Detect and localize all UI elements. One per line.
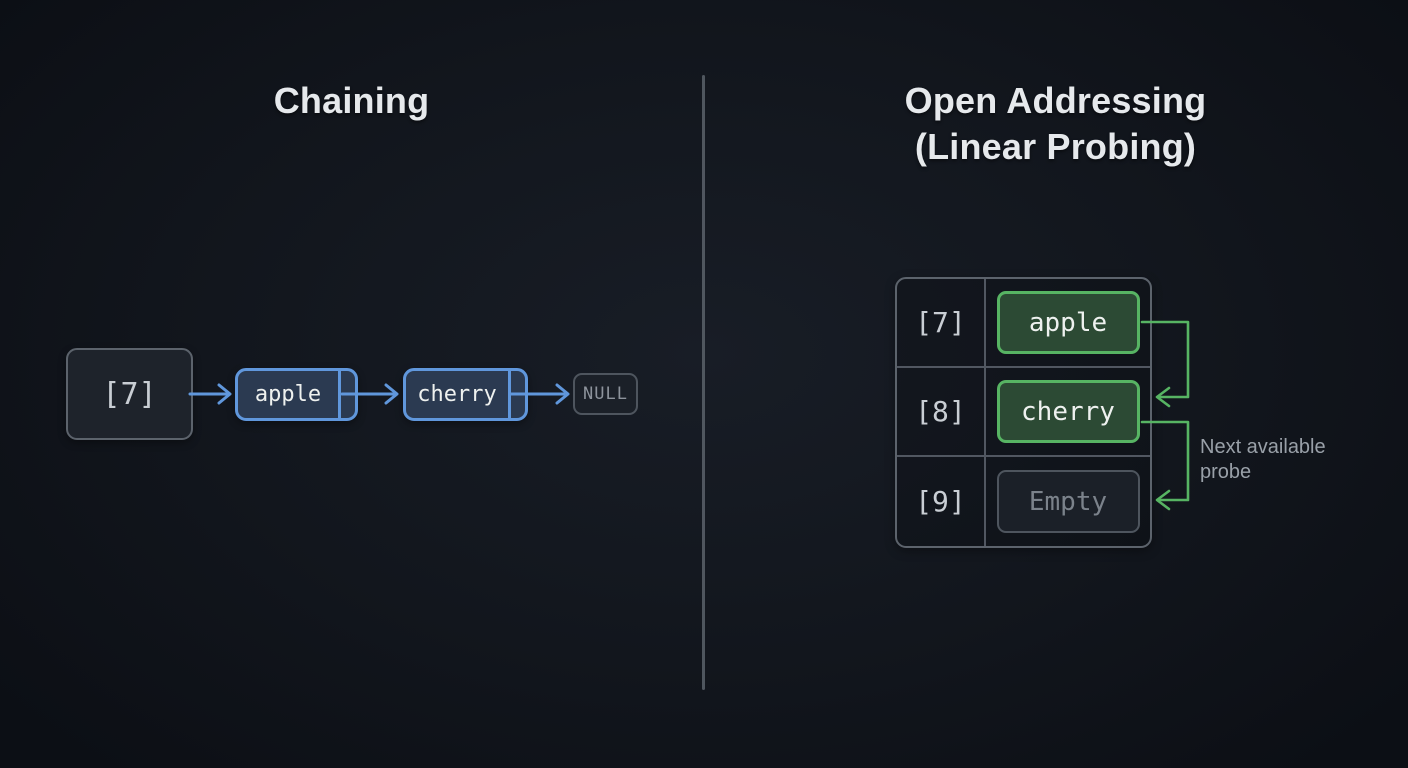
open-addressing-title-line1: Open Addressing — [904, 80, 1207, 121]
table-value-cell-9: Empty — [986, 457, 1150, 546]
arrowhead-left-icon — [1155, 489, 1171, 511]
table-value-cell-8: cherry — [986, 368, 1150, 457]
table-index-label-7: [7] — [915, 306, 966, 339]
panel-divider — [702, 75, 705, 690]
bucket-box: [7] — [66, 348, 193, 440]
arrowhead-right-icon — [555, 383, 570, 405]
chain-node-cherry-pointer-cell — [508, 371, 525, 418]
bucket-index-label: [7] — [102, 376, 157, 412]
open-addressing-title: Open Addressing (Linear Probing) — [703, 78, 1408, 170]
open-addressing-title-line2: (Linear Probing) — [914, 126, 1197, 167]
chaining-title: Chaining — [0, 78, 703, 124]
chain-node-apple-pointer-cell — [338, 371, 355, 418]
table-index-cell-8: [8] — [897, 368, 986, 457]
probe-annotation: Next available probe — [1200, 435, 1326, 485]
chain-node-apple-label: apple — [254, 382, 322, 407]
table-value-cell-7: apple — [986, 279, 1150, 368]
table-index-cell-7: [7] — [897, 279, 986, 368]
probe-annotation-line2: probe — [1200, 461, 1252, 483]
arrowhead-right-icon — [384, 383, 399, 405]
slot-empty: Empty — [996, 470, 1140, 533]
slot-empty-label: Empty — [1028, 486, 1108, 517]
chain-arrow-bucket-to-apple — [188, 383, 232, 405]
table-index-cell-9: [9] — [897, 457, 986, 546]
null-terminator-label: NULL — [583, 384, 628, 404]
table-index-label-9: [9] — [915, 485, 966, 518]
table-index-label-8: [8] — [915, 395, 966, 428]
probe-annotation-line1: Next available — [1200, 436, 1326, 458]
chain-node-cherry-label: cherry — [417, 382, 497, 407]
chain-node-apple: apple — [235, 368, 358, 421]
slot-apple-label: apple — [1028, 307, 1108, 338]
null-terminator-box: NULL — [573, 373, 638, 415]
chain-node-cherry: cherry — [403, 368, 528, 421]
arrowhead-left-icon — [1155, 386, 1171, 408]
slot-apple: apple — [996, 291, 1140, 354]
arrowhead-right-icon — [217, 383, 232, 405]
slot-cherry: cherry — [996, 380, 1140, 443]
chaining-title-text: Chaining — [273, 80, 430, 121]
slot-cherry-label: cherry — [1021, 396, 1115, 427]
hash-table: [7] apple [8] cherry [9] Empty — [895, 277, 1152, 548]
